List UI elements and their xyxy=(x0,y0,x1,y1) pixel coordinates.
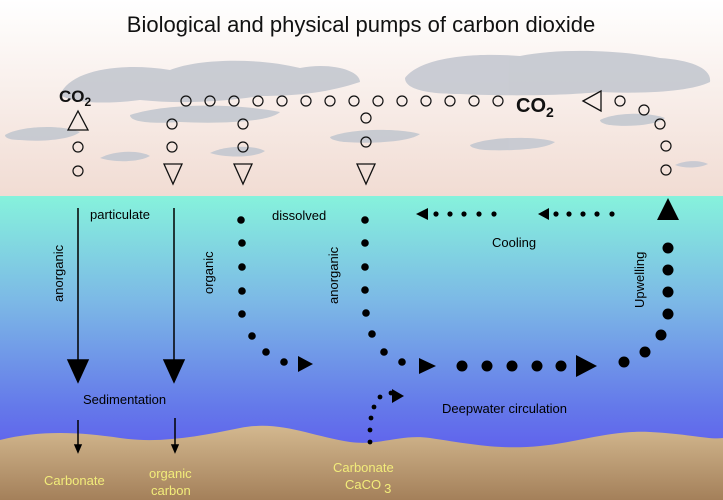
dot xyxy=(368,440,373,445)
label-carbonate-left: Carbonate xyxy=(44,473,105,488)
dot xyxy=(238,239,246,247)
dot xyxy=(656,330,667,341)
dot xyxy=(280,358,288,366)
dot xyxy=(369,416,374,421)
dot xyxy=(609,211,614,216)
dot xyxy=(361,286,369,294)
dot xyxy=(566,211,571,216)
label-particulate: particulate xyxy=(90,207,150,222)
dot xyxy=(491,211,496,216)
label-anorganic-left: anorganic xyxy=(51,244,66,302)
dot xyxy=(594,211,599,216)
dot xyxy=(663,287,674,298)
dot xyxy=(640,347,651,358)
label-cooling: Cooling xyxy=(492,235,536,250)
dot xyxy=(433,211,438,216)
dot xyxy=(238,287,246,295)
label-deepwater-circulation: Deepwater circulation xyxy=(442,401,567,416)
label-organic-carbon-line2: carbon xyxy=(151,483,191,498)
dot xyxy=(362,309,370,317)
dot xyxy=(556,361,567,372)
label-carbonate-mid: Carbonate xyxy=(333,460,394,475)
dot xyxy=(457,361,468,372)
dot xyxy=(507,361,518,372)
label-organic-carbon-line1: organic xyxy=(149,466,192,481)
label-dissolved: dissolved xyxy=(272,208,326,223)
dot xyxy=(380,348,388,356)
dot xyxy=(378,395,383,400)
dot xyxy=(580,211,585,216)
dot xyxy=(262,348,270,356)
dot xyxy=(619,357,630,368)
dot xyxy=(372,405,377,410)
dot xyxy=(663,243,674,254)
dot xyxy=(361,239,369,247)
dot xyxy=(461,211,466,216)
dot xyxy=(532,361,543,372)
dot xyxy=(663,309,674,320)
label-upwelling: Upwelling xyxy=(632,252,647,308)
dot xyxy=(663,265,674,276)
dot xyxy=(237,216,245,224)
dot xyxy=(476,211,481,216)
dot xyxy=(447,211,452,216)
dot xyxy=(248,332,256,340)
label-organic: organic xyxy=(201,251,216,294)
label-anorganic-mid: anorganic xyxy=(326,246,341,304)
dot xyxy=(368,330,376,338)
dot xyxy=(553,211,558,216)
dot xyxy=(368,428,373,433)
dot xyxy=(398,358,406,366)
dot xyxy=(361,263,369,271)
dot xyxy=(361,216,369,224)
page-title: Biological and physical pumps of carbon … xyxy=(127,12,595,37)
dot xyxy=(238,310,246,318)
dot xyxy=(482,361,493,372)
dot xyxy=(238,263,246,271)
label-sedimentation: Sedimentation xyxy=(83,392,166,407)
